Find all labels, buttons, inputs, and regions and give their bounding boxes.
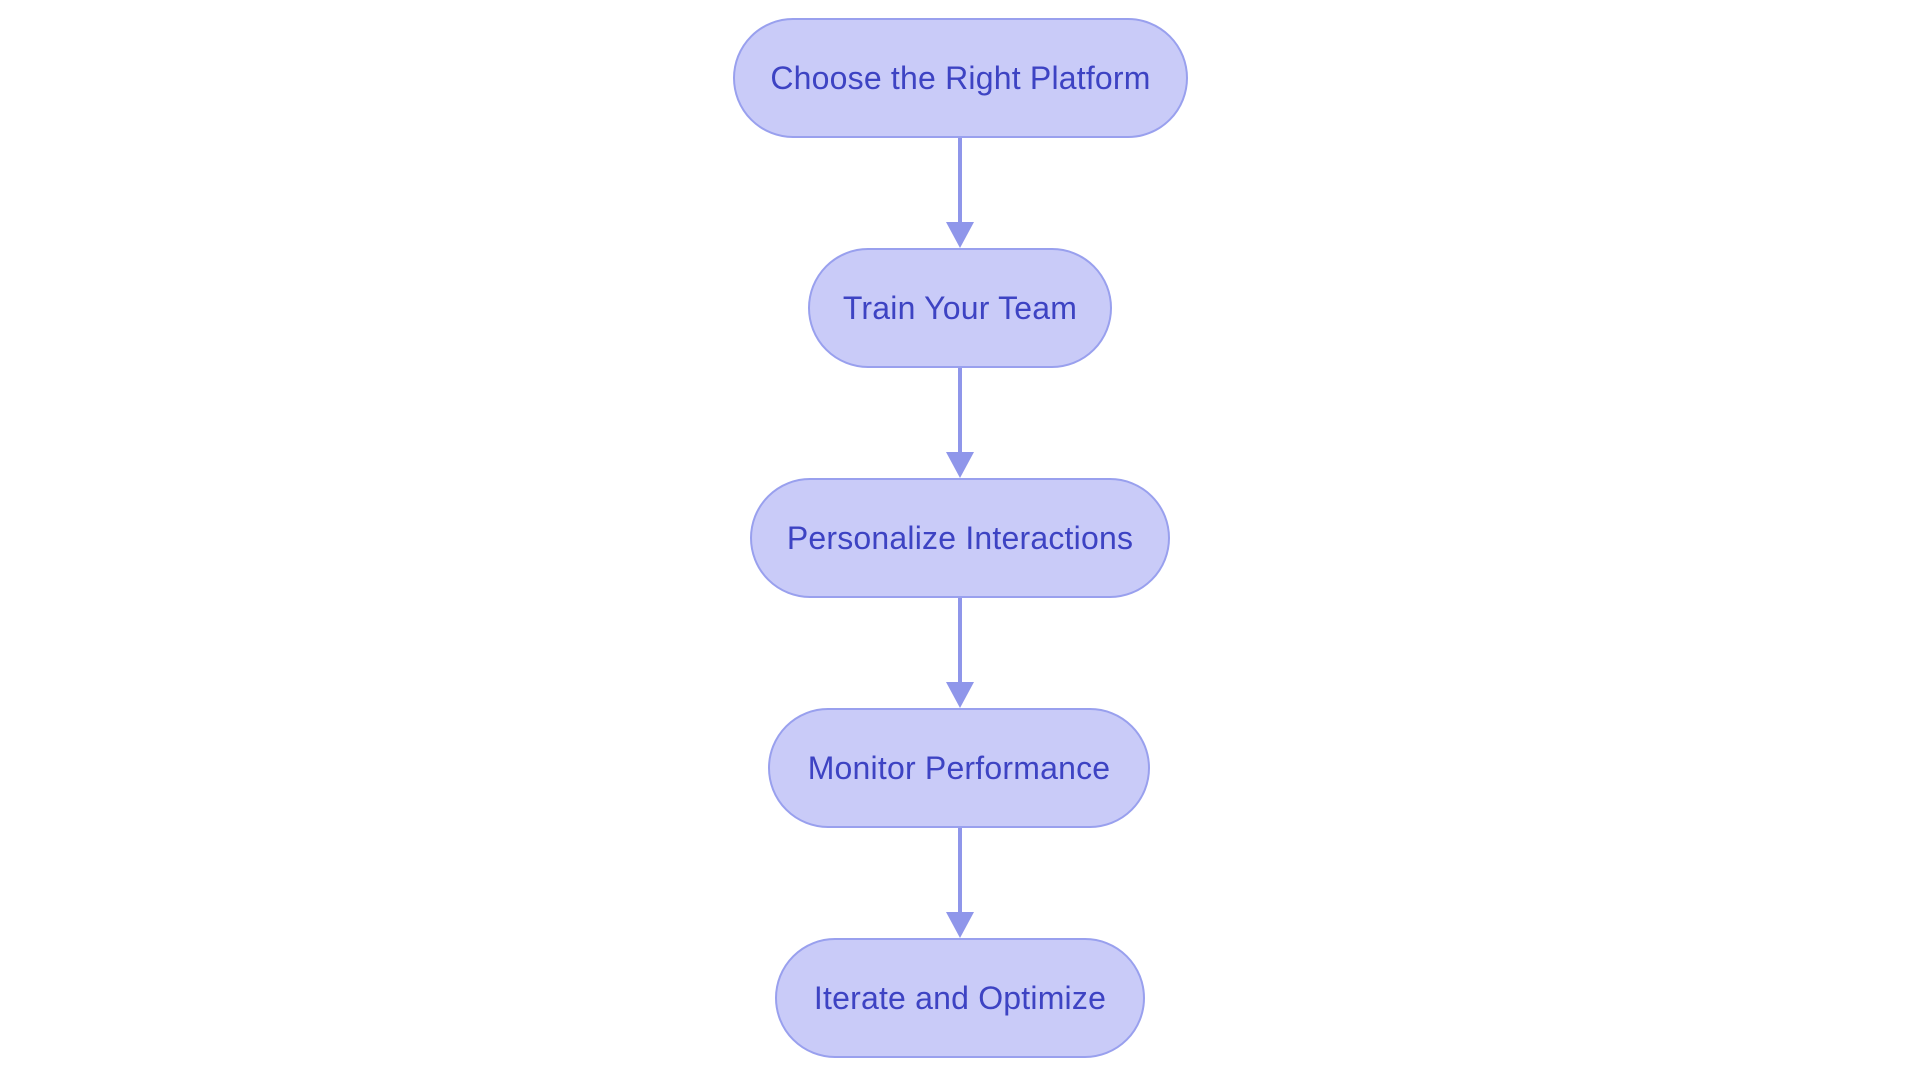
arrowhead-down-icon xyxy=(946,682,974,708)
flow-node-monitor-performance: Monitor Performance xyxy=(768,708,1150,828)
flow-node-label: Train Your Team xyxy=(842,289,1078,326)
arrowhead-down-icon xyxy=(946,222,974,248)
arrowhead-down-icon xyxy=(946,912,974,938)
arrow-connector-4 xyxy=(946,828,974,938)
flow-node-label: Personalize Interactions xyxy=(786,519,1134,556)
flow-node-label: Monitor Performance xyxy=(807,749,1111,786)
flow-node-iterate-optimize: Iterate and Optimize xyxy=(775,938,1145,1058)
arrow-connector-3 xyxy=(946,598,974,708)
arrow-line xyxy=(958,138,962,222)
flow-node-choose-platform: Choose the Right Platform xyxy=(733,18,1188,138)
arrow-connector-1 xyxy=(946,138,974,248)
flow-node-train-team: Train Your Team xyxy=(808,248,1112,368)
arrow-connector-2 xyxy=(946,368,974,478)
arrow-line xyxy=(958,368,962,452)
flow-node-label: Iterate and Optimize xyxy=(813,979,1107,1016)
flow-node-label: Choose the Right Platform xyxy=(770,59,1151,96)
arrowhead-down-icon xyxy=(946,452,974,478)
flow-node-personalize-interactions: Personalize Interactions xyxy=(750,478,1170,598)
arrow-line xyxy=(958,828,962,912)
arrow-line xyxy=(958,598,962,682)
